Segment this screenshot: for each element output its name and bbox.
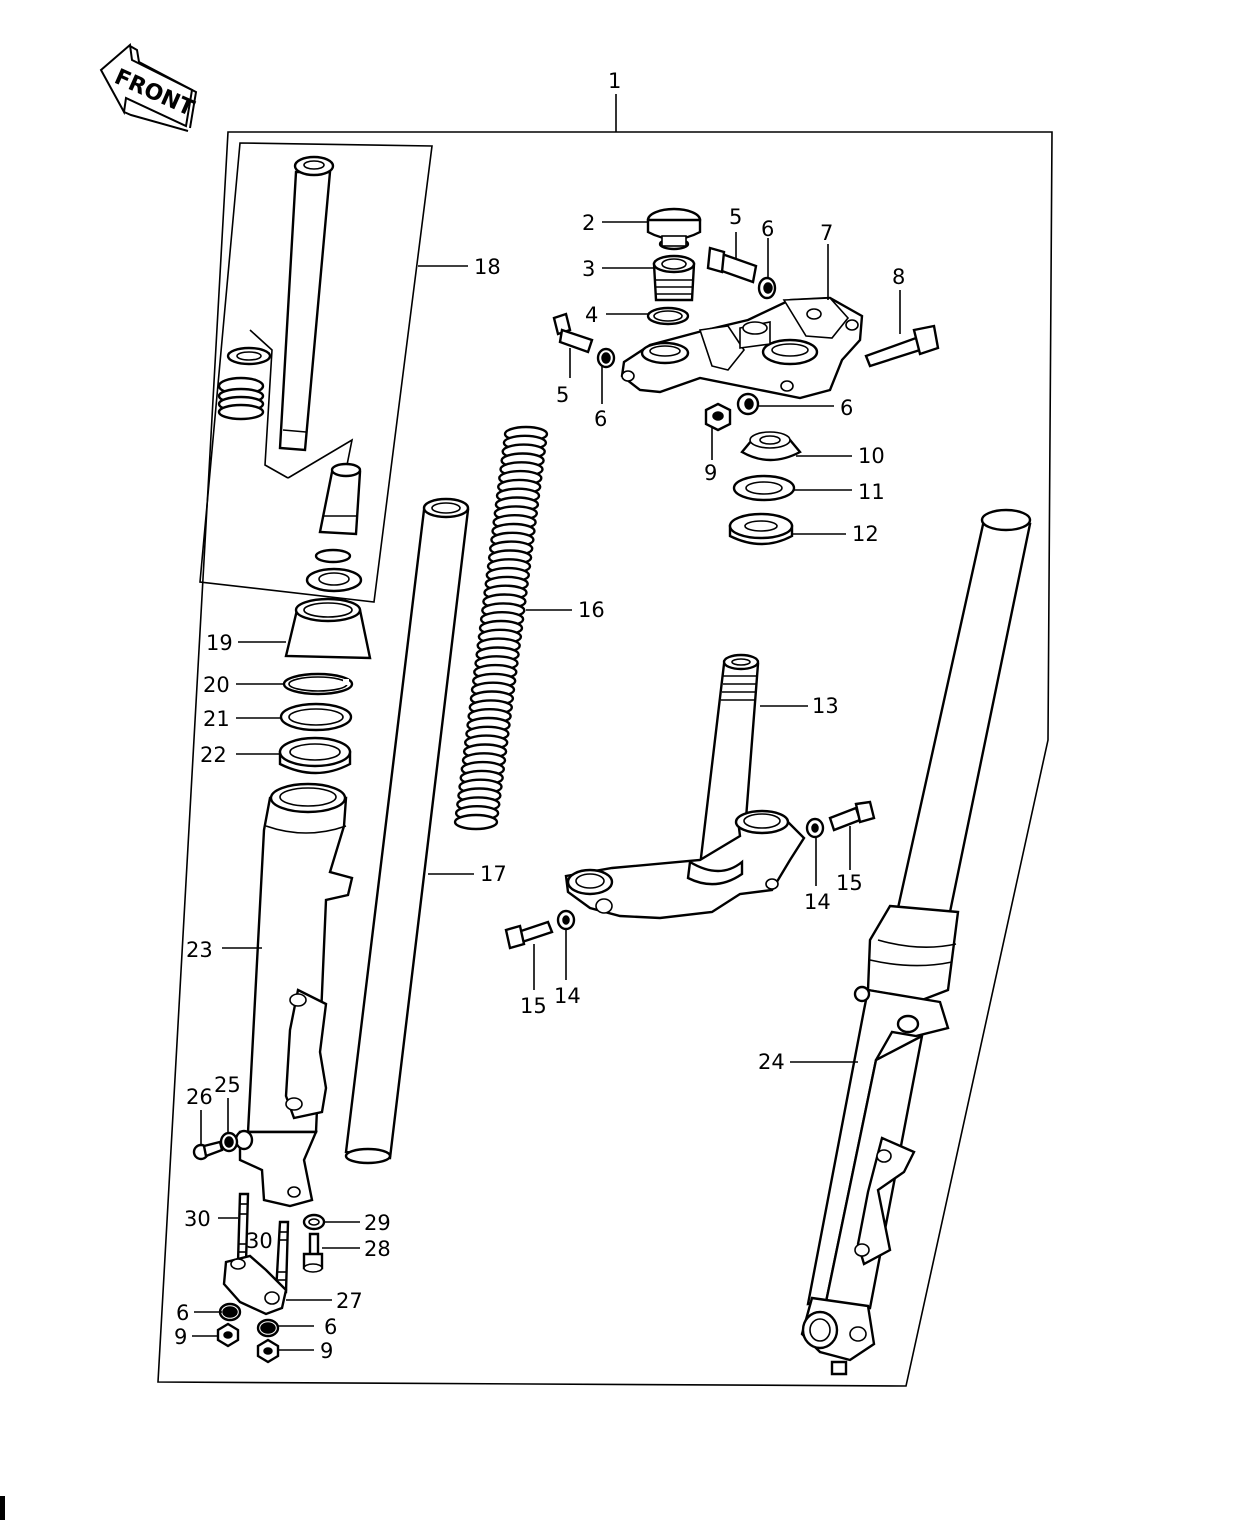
callout-6-left: 6 bbox=[594, 407, 607, 431]
left-outer-tube bbox=[234, 782, 354, 1208]
nut-9-top bbox=[704, 402, 732, 432]
callout-24: 24 bbox=[758, 1050, 785, 1074]
bolt-5-left bbox=[552, 312, 594, 354]
callout-12: 12 bbox=[852, 522, 879, 546]
bolt-15-left bbox=[504, 920, 554, 950]
washer-14-right bbox=[805, 817, 825, 839]
callout-28: 28 bbox=[364, 1237, 391, 1261]
bearing-12 bbox=[728, 512, 794, 546]
callout-17: 17 bbox=[480, 862, 507, 886]
callout-9-top: 9 bbox=[704, 461, 717, 485]
rebound-spring bbox=[217, 376, 265, 421]
callout-4: 4 bbox=[585, 303, 598, 327]
bearing-cover-10 bbox=[740, 431, 802, 462]
fork-spring bbox=[453, 425, 549, 831]
washer-29 bbox=[302, 1213, 326, 1231]
callout-15-left: 15 bbox=[520, 994, 547, 1018]
washer-6-top bbox=[757, 276, 777, 300]
callout-23: 23 bbox=[186, 938, 213, 962]
callout-6-top: 6 bbox=[761, 217, 774, 241]
washer-25 bbox=[219, 1131, 239, 1153]
leader-lines bbox=[192, 94, 901, 1351]
cap-bolt-2 bbox=[646, 207, 702, 251]
bearing-race-11 bbox=[732, 474, 796, 502]
callout-6-low-left: 6 bbox=[176, 1301, 189, 1325]
bolt-5-top bbox=[706, 246, 758, 284]
callout-30-right: 30 bbox=[246, 1229, 273, 1253]
steering-stem bbox=[564, 653, 806, 920]
callout-6-right: 6 bbox=[840, 396, 853, 420]
washer-6-left bbox=[596, 347, 616, 369]
dust-seal-19 bbox=[284, 597, 372, 660]
callout-10: 10 bbox=[858, 444, 885, 468]
callout-6-low-right: 6 bbox=[324, 1315, 337, 1339]
washer-6-right bbox=[736, 392, 760, 416]
callout-29: 29 bbox=[364, 1211, 391, 1235]
oil-seal-22 bbox=[278, 736, 352, 775]
washer-21 bbox=[279, 702, 353, 732]
inner-fork-tube bbox=[344, 497, 470, 1165]
bolt-15-right bbox=[828, 800, 876, 832]
front-arrow-badge: FRONT bbox=[99, 43, 198, 132]
edge-mark bbox=[0, 1496, 5, 1520]
fork-cap-nut-3 bbox=[652, 254, 696, 302]
bolt-28 bbox=[302, 1232, 324, 1273]
callout-16: 16 bbox=[578, 598, 605, 622]
washer-6-low-left bbox=[218, 1302, 242, 1322]
nut-9-low-right bbox=[256, 1338, 280, 1364]
bolt-8 bbox=[864, 324, 940, 368]
callout-30-left: 30 bbox=[184, 1207, 211, 1231]
callout-27: 27 bbox=[336, 1289, 363, 1313]
right-fork-leg bbox=[800, 508, 1032, 1376]
washer-6-low-right bbox=[256, 1318, 280, 1338]
callout-14-right: 14 bbox=[804, 890, 831, 914]
nut-9-low-left bbox=[216, 1322, 240, 1348]
callout-8: 8 bbox=[892, 265, 905, 289]
callout-7: 7 bbox=[820, 221, 833, 245]
callout-18: 18 bbox=[474, 255, 501, 279]
callout-2: 2 bbox=[582, 211, 595, 235]
callout-19: 19 bbox=[206, 631, 233, 655]
upper-triple-clamp bbox=[620, 296, 864, 400]
retaining-ring-20 bbox=[282, 672, 354, 696]
callout-labels: 1 2 3 4 5 5 6 6 6 7 8 9 10 11 12 13 14 1… bbox=[174, 69, 905, 1363]
spring-coil bbox=[453, 813, 499, 831]
subassembly-boundary bbox=[199, 142, 433, 603]
callout-14-left: 14 bbox=[554, 984, 581, 1008]
callout-20: 20 bbox=[203, 673, 230, 697]
axle-clamp-27 bbox=[222, 1254, 288, 1316]
callout-26: 26 bbox=[186, 1085, 213, 1109]
washer-14-left bbox=[556, 909, 576, 931]
callout-13: 13 bbox=[812, 694, 839, 718]
callout-1: 1 bbox=[608, 69, 621, 93]
callout-21: 21 bbox=[203, 707, 230, 731]
assembly-boundary bbox=[157, 131, 1053, 1387]
callout-9-low-right: 9 bbox=[320, 1339, 333, 1363]
o-ring-4 bbox=[646, 306, 690, 326]
callout-11: 11 bbox=[858, 480, 885, 504]
callout-25: 25 bbox=[214, 1073, 241, 1097]
callout-22: 22 bbox=[200, 743, 227, 767]
screw-26 bbox=[192, 1140, 224, 1161]
callout-5-left: 5 bbox=[556, 383, 569, 407]
callout-5-top: 5 bbox=[729, 205, 742, 229]
callout-9-low-left: 9 bbox=[174, 1325, 187, 1349]
callout-15-right: 15 bbox=[836, 871, 863, 895]
damper-rod-assembly bbox=[217, 155, 363, 593]
callout-3: 3 bbox=[582, 257, 595, 281]
